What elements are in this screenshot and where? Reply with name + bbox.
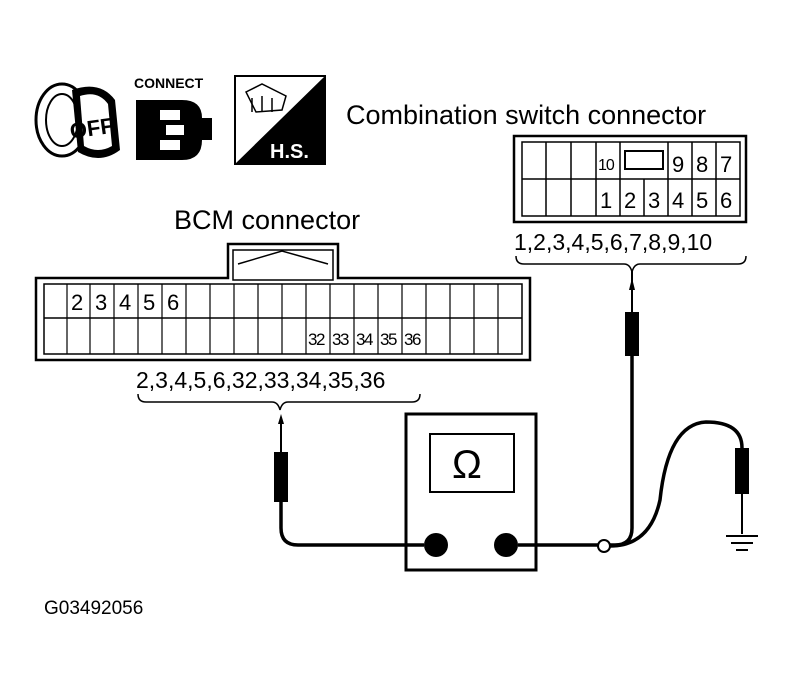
- ground-icon: [726, 535, 758, 551]
- bcm-pin-label: 36: [404, 330, 421, 349]
- combo-pins-caption: 1,2,3,4,5,6,7,8,9,10: [514, 229, 712, 255]
- combo-pin-label: 2: [624, 188, 636, 213]
- combo-pin-label: 6: [720, 188, 732, 213]
- connect-label: CONNECT: [134, 75, 204, 91]
- connect-connector-icon: CONNECT: [134, 75, 212, 160]
- figure-id: G03492056: [44, 598, 143, 619]
- bcm-pin-label: 4: [119, 290, 131, 315]
- combo-pin-label: 8: [696, 152, 708, 177]
- bcm-pin-label: 5: [143, 290, 155, 315]
- meter-terminal-left: [424, 533, 448, 557]
- ignition-off-label: OFF: [68, 113, 115, 144]
- ohm-symbol: Ω: [452, 443, 482, 487]
- bcm-pin-label: 33: [332, 330, 349, 349]
- bcm-pin-label: 35: [380, 330, 397, 349]
- combination-switch-connector: 10 9 8 7 1 2 3 4 5 6: [512, 134, 748, 224]
- harness-hs-icon: H.S.: [234, 75, 326, 165]
- combo-pin-label: 4: [672, 188, 684, 213]
- combo-brace: [515, 255, 747, 273]
- combo-pin-label: 3: [648, 188, 660, 213]
- bcm-connector: 2 3 4 5 6 32 33 34 35 36: [34, 242, 532, 362]
- ohmmeter: Ω: [404, 412, 538, 572]
- combo-pin-label: 10: [598, 157, 615, 174]
- combo-pin-label: 5: [696, 188, 708, 213]
- combination-switch-title: Combination switch connector: [346, 100, 706, 130]
- bcm-test-probe: [274, 414, 424, 547]
- bcm-brace: [137, 393, 421, 411]
- combo-pin-label: 7: [720, 152, 732, 177]
- combo-pin-label: 1: [600, 188, 612, 213]
- bcm-pin-label: 2: [71, 290, 83, 315]
- meter-terminal-right: [494, 533, 518, 557]
- bcm-title: BCM connector: [174, 205, 360, 235]
- bcm-pin-label: 32: [308, 330, 325, 349]
- combo-pin-label: 9: [672, 152, 684, 177]
- harness-hs-label: H.S.: [270, 141, 309, 163]
- bcm-pin-label: 34: [356, 330, 373, 349]
- bcm-pins-caption: 2,3,4,5,6,32,33,34,35,36: [136, 367, 385, 393]
- combo-test-probe: [518, 270, 639, 547]
- ground-lead: [597, 420, 758, 553]
- bcm-pin-label: 3: [95, 290, 107, 315]
- bcm-pin-label: 6: [167, 290, 179, 315]
- ignition-off-icon: OFF: [34, 82, 120, 159]
